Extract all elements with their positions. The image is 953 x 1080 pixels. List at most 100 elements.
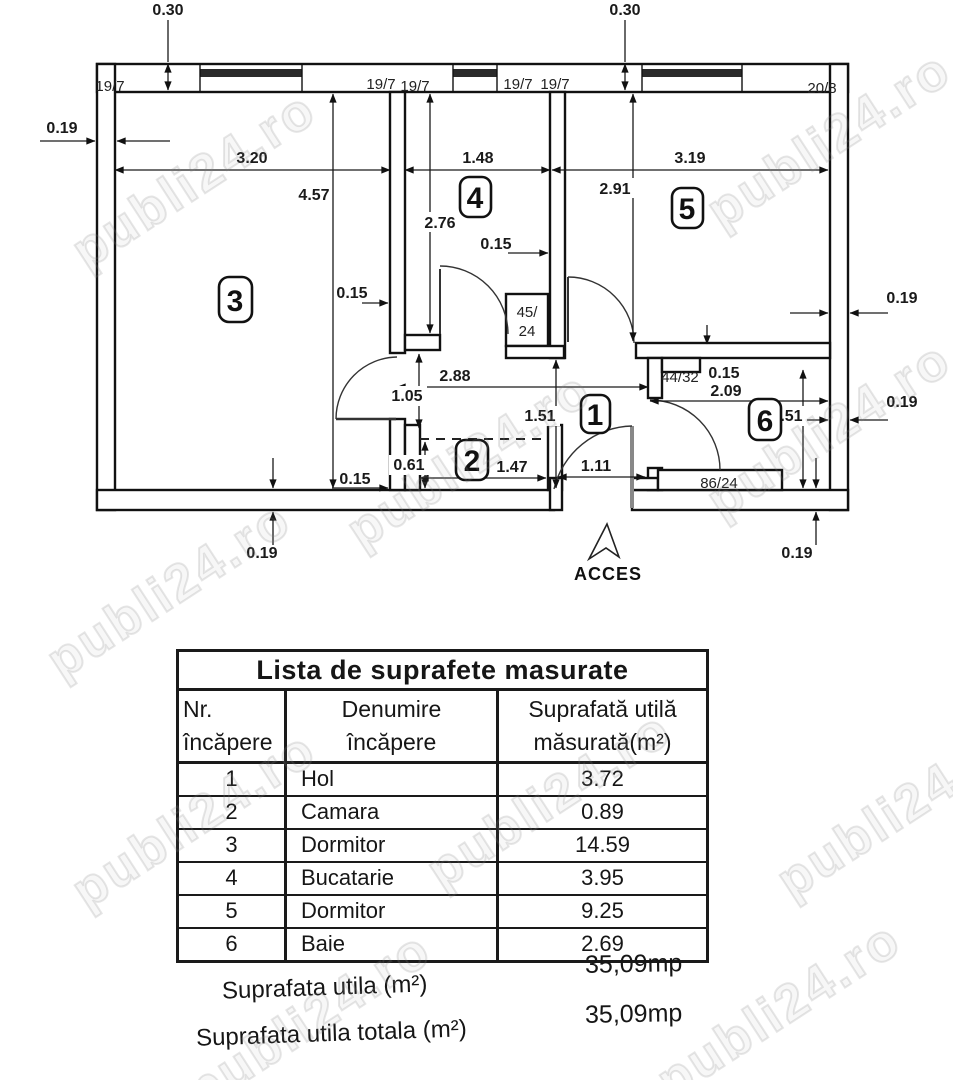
table-title: Lista de suprafete masurate bbox=[179, 652, 706, 691]
window-room5 bbox=[642, 69, 742, 77]
row-nr: 1 bbox=[179, 764, 287, 795]
dim-label: 3.19 bbox=[674, 150, 705, 167]
baie-niche bbox=[660, 356, 702, 374]
dim-label: 2.88 bbox=[439, 368, 470, 385]
window-kitchen bbox=[453, 69, 497, 77]
window-code: 86/24 bbox=[700, 475, 738, 492]
row-area: 3.95 bbox=[581, 865, 624, 890]
wall-right bbox=[828, 62, 850, 512]
room6-badge bbox=[747, 397, 783, 442]
room5-number: 5 bbox=[679, 193, 696, 226]
dim-label: 2.09 bbox=[710, 383, 741, 400]
room1-badge bbox=[579, 393, 612, 435]
dim-label: 1.05 bbox=[391, 388, 422, 405]
room3-door-arc bbox=[335, 356, 398, 420]
surface-table: Lista de suprafete masurate Nr. încăpere… bbox=[176, 649, 709, 963]
room2-badge bbox=[454, 438, 490, 482]
header-suprafata: Suprafată utilă măsurată(m²) bbox=[499, 691, 706, 761]
dim-label: 0.19 bbox=[886, 394, 917, 411]
dim-label: 1.48 bbox=[462, 150, 493, 167]
dim-label: 0.15 bbox=[480, 236, 511, 253]
table-row: 1 Hol 3.72 bbox=[179, 764, 706, 797]
wall-bottom-left bbox=[95, 488, 556, 512]
wall-top bbox=[95, 62, 850, 94]
table-header-row: Nr. încăpere Denumire încăpere Suprafată… bbox=[179, 691, 706, 764]
dim-label: 0.19 bbox=[781, 545, 812, 562]
door-code: 45/ bbox=[517, 304, 539, 321]
dim-label: 0.15 bbox=[336, 285, 367, 302]
dim-label: 0.15 bbox=[708, 365, 739, 382]
room3-number: 3 bbox=[227, 285, 244, 318]
dim-label: 0.30 bbox=[152, 2, 183, 19]
window-code: 19/7 bbox=[540, 76, 569, 93]
room5-badge bbox=[670, 186, 705, 230]
kitchen-door-jamb-step bbox=[504, 344, 566, 360]
header-nr-line2: încăpere bbox=[183, 729, 273, 755]
row-name: Camara bbox=[287, 797, 499, 828]
row-area: 0.89 bbox=[581, 799, 624, 824]
window-code: 19/7 bbox=[366, 76, 395, 93]
table-row: 5 Dormitor 9.25 bbox=[179, 896, 706, 929]
row-name: Hol bbox=[287, 764, 499, 795]
access-label: ACCES bbox=[574, 564, 642, 584]
dim-label: 0.19 bbox=[46, 120, 77, 137]
opening-code: 44/32 bbox=[661, 369, 699, 386]
access-arrow-icon bbox=[586, 522, 621, 562]
dim-label: 1.11 bbox=[581, 458, 611, 475]
wall-room4-room5 bbox=[548, 90, 567, 360]
kitchen-door-arc bbox=[439, 265, 509, 335]
room5-door-arc bbox=[567, 276, 635, 344]
wall-left bbox=[95, 62, 117, 512]
header-suprafata-line1: Suprafată utilă bbox=[528, 696, 677, 722]
walls bbox=[95, 62, 850, 512]
row-name: Baie bbox=[287, 929, 499, 960]
row-area: 14.59 bbox=[574, 832, 631, 857]
row-name: Dormitor bbox=[287, 896, 499, 927]
watermark: publi24.ro bbox=[766, 709, 953, 911]
wall-kitchen-south bbox=[403, 333, 442, 352]
row-nr: 3 bbox=[179, 830, 287, 861]
total-useful-area-value: 35,09mp bbox=[584, 949, 683, 979]
window-room3 bbox=[200, 69, 302, 77]
room3-badge bbox=[217, 275, 254, 324]
room4-number: 4 bbox=[467, 182, 484, 215]
header-denumire-line1: Denumire bbox=[341, 696, 442, 722]
door-code: 24 bbox=[519, 323, 536, 340]
header-nr-line1: Nr. bbox=[183, 696, 213, 722]
row-area: 9.25 bbox=[581, 898, 624, 923]
total-useful-area-label: Suprafata utila (m²) bbox=[221, 970, 428, 1005]
row-name: Bucatarie bbox=[287, 863, 499, 894]
row-name: Dormitor bbox=[287, 830, 499, 861]
window-jambs bbox=[199, 64, 743, 92]
window-code: 19/7 bbox=[503, 76, 532, 93]
wall-baie-west-upper bbox=[646, 356, 664, 400]
window-code: 19/7 bbox=[95, 78, 124, 95]
wall-room3-room4-upper bbox=[388, 90, 407, 355]
table-row: 6 Baie 2.69 bbox=[179, 929, 706, 960]
header-denumire: Denumire încăpere bbox=[287, 691, 499, 761]
header-nr: Nr. încăpere bbox=[179, 691, 287, 761]
row-nr: 5 bbox=[179, 896, 287, 927]
entrance-right-jamb bbox=[630, 476, 660, 492]
row-area: 3.72 bbox=[581, 766, 624, 791]
dim-label: 0.61 bbox=[393, 457, 424, 474]
row-area: 2.69 bbox=[581, 931, 624, 956]
room2-number: 2 bbox=[464, 445, 481, 478]
dimension-lines bbox=[40, 20, 888, 545]
room4-badge bbox=[458, 175, 493, 219]
window-code: 20/8 bbox=[807, 80, 836, 97]
wall-room5-south bbox=[634, 341, 832, 360]
dim-label: 0.19 bbox=[886, 290, 917, 307]
room1-number: 1 bbox=[587, 399, 604, 432]
header-suprafata-line2: măsurată(m²) bbox=[533, 729, 672, 755]
dim-label: 2.76 bbox=[424, 215, 455, 232]
dim-label: 0.30 bbox=[609, 2, 640, 19]
wall-bottom-right bbox=[630, 488, 850, 512]
dim-label: 1.51 bbox=[524, 408, 555, 425]
wall-room3-hol-lower bbox=[388, 417, 407, 492]
table-row: 3 Dormitor 14.59 bbox=[179, 830, 706, 863]
doors bbox=[335, 265, 721, 508]
dim-label: 0.15 bbox=[339, 471, 370, 488]
dim-label: 0.19 bbox=[246, 545, 277, 562]
row-nr: 4 bbox=[179, 863, 287, 894]
